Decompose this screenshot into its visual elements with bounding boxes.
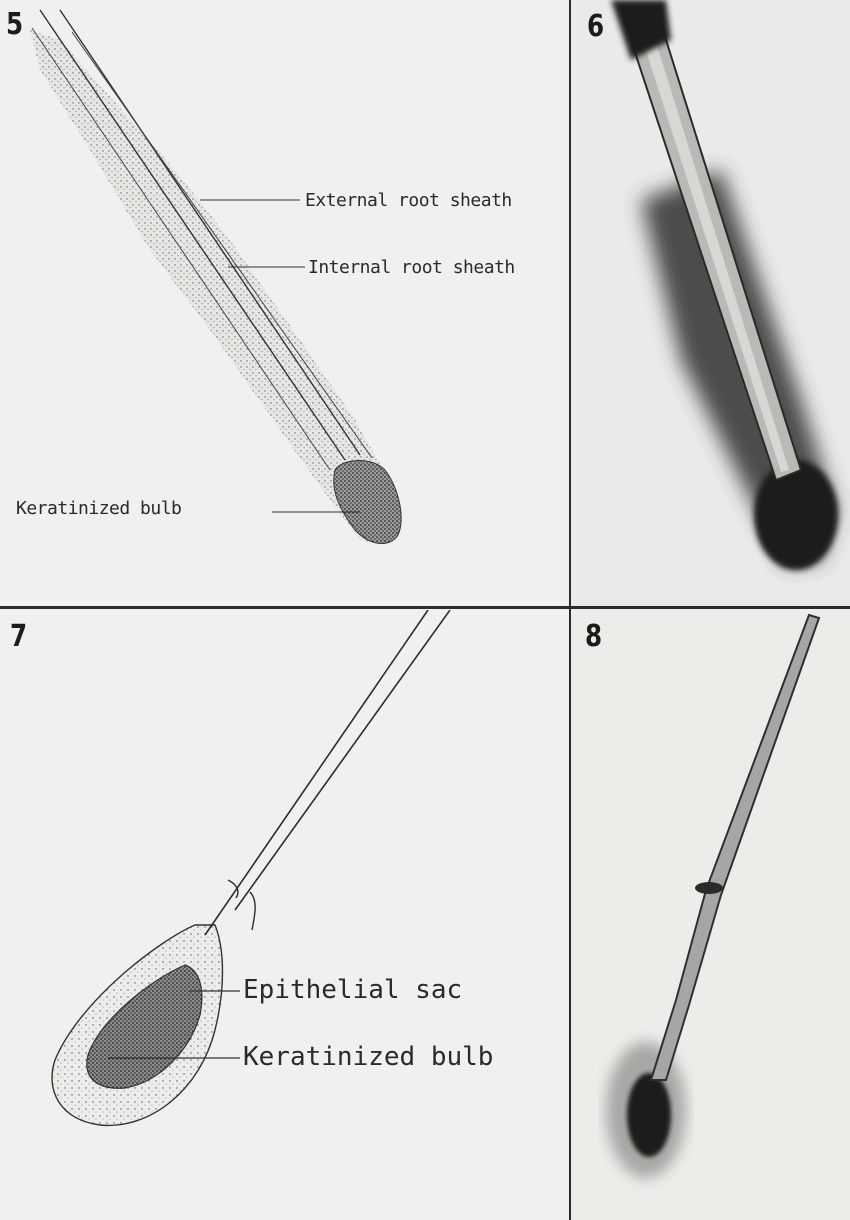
figure-8-panel: 8 [571, 610, 850, 1220]
figure-number-5: 5 [6, 10, 23, 40]
hair-shaft-outline [205, 610, 450, 935]
label-internal-root-sheath: Internal root sheath [308, 259, 515, 277]
shaft-knot [695, 882, 723, 894]
label-external-root-sheath: External root sheath [305, 192, 512, 210]
bulb-shadow [627, 1073, 671, 1157]
figure-5-panel: 5 External root sheath Internal root she… [0, 0, 570, 608]
panel-divider-vertical [569, 0, 571, 1220]
panel-divider-horizontal [0, 606, 850, 609]
figure-number-8: 8 [585, 622, 602, 652]
label-keratinized-bulb: Keratinized bulb [243, 1044, 493, 1070]
figure-number-7: 7 [10, 622, 27, 652]
figure-number-6: 6 [587, 12, 604, 42]
figure-7-panel: 7 Epithelial sac Keratinized bulb [0, 610, 570, 1220]
figure-6-panel: 6 [571, 0, 850, 608]
label-epithelial-sac: Epithelial sac [243, 977, 462, 1003]
bulb-shadow [754, 460, 838, 570]
figure-8-photo [571, 610, 850, 1220]
figure-6-photo [571, 0, 850, 608]
keratinized-bulb-shape [334, 461, 401, 544]
figure-7-drawing [0, 610, 570, 1220]
label-keratinized-bulb: Keratinized bulb [16, 500, 181, 518]
hair-shaft [651, 615, 819, 1080]
